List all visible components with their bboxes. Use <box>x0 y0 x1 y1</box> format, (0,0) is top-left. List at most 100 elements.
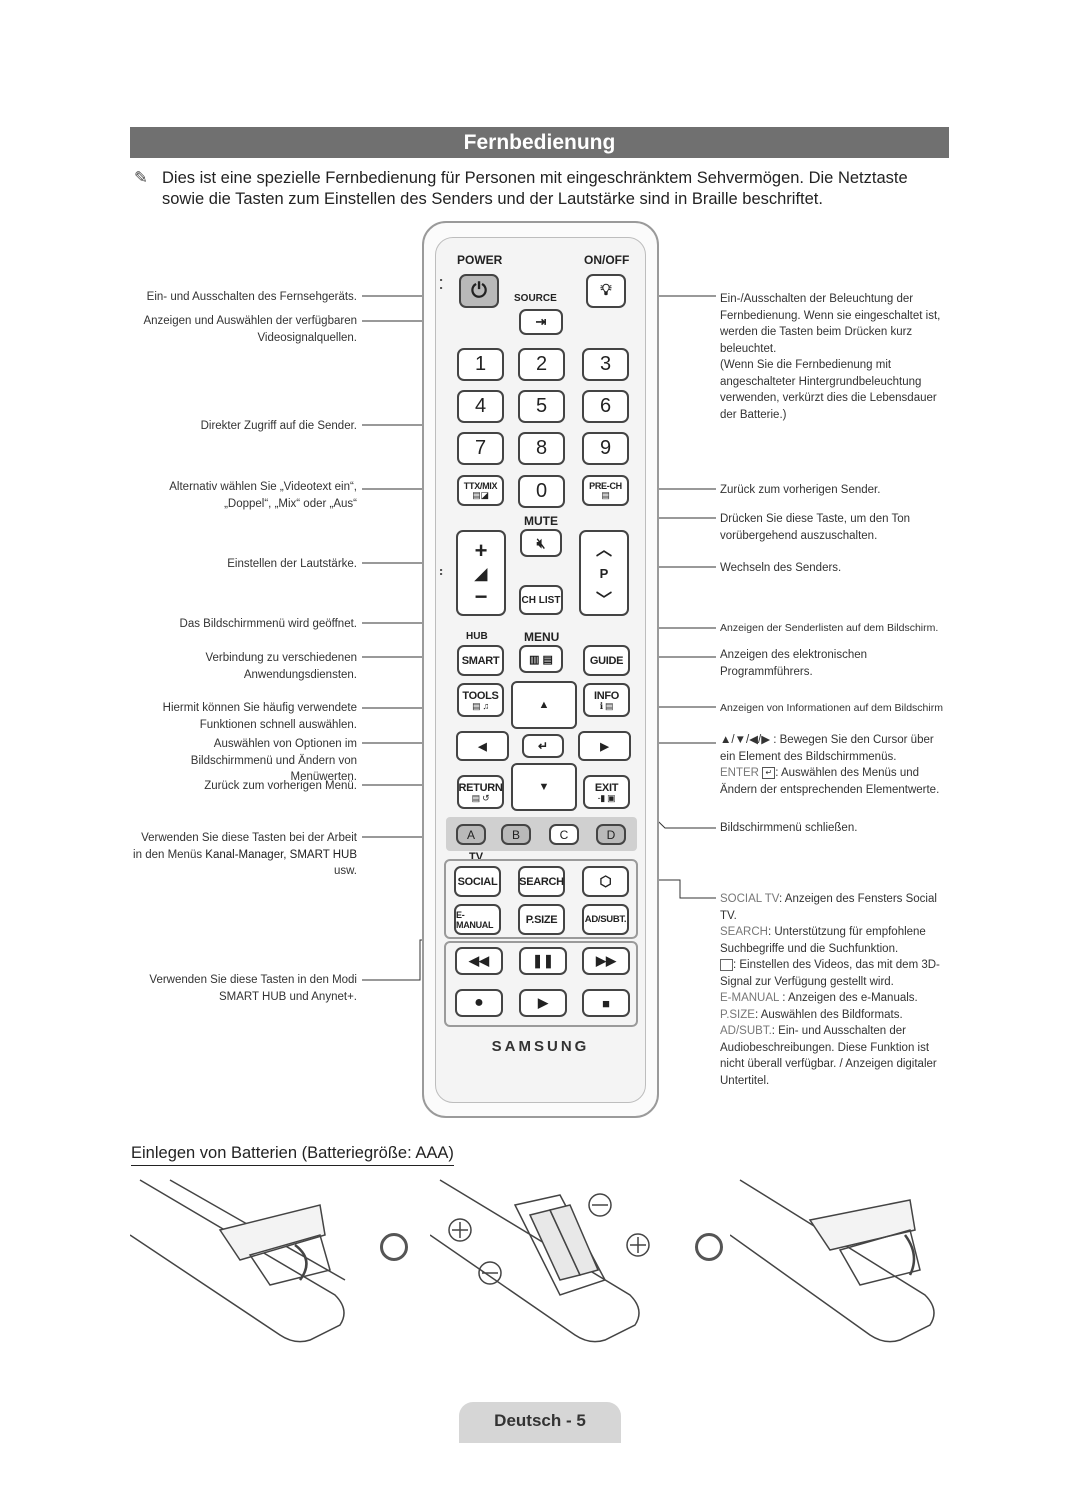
label-volume: Einstellen der Lautstärke. <box>227 558 357 570</box>
dpad-left-button[interactable]: ◀ <box>456 731 509 761</box>
label-light: Ein-/Ausschalten der Beleuchtung der Fer… <box>720 293 941 421</box>
stop-icon: ■ <box>602 995 610 1011</box>
pre-ch-button[interactable]: PRE-CH▤ <box>582 475 629 506</box>
volume-up-icon[interactable]: + <box>474 538 488 563</box>
color-key-d[interactable]: D <box>596 824 626 845</box>
mute-icon: 🔇︎ <box>536 534 546 551</box>
dpad-up-button[interactable]: ▲ <box>511 681 577 729</box>
color-key-b[interactable]: B <box>501 824 531 845</box>
tools-button[interactable]: TOOLS▤ ♫ <box>457 683 504 717</box>
pause-button[interactable]: ❚❚ <box>519 947 567 975</box>
power-icon: ⏻ <box>471 279 487 302</box>
label-ttx: Alternativ wählen Sie „Videotext ein“, „… <box>169 481 357 510</box>
color-key-c[interactable]: C <box>549 824 579 845</box>
channel-rocker[interactable]: ︿ P ﹀ <box>579 530 629 616</box>
digit-4-button[interactable]: 4 <box>457 390 504 423</box>
volume-level-icon: ◢ <box>474 566 488 583</box>
page-footer: Deutsch - 5 <box>459 1402 621 1443</box>
digit-6-button[interactable]: 6 <box>582 390 629 423</box>
media-keys-group <box>444 941 638 1027</box>
intro-text: Dies ist eine spezielle Fernbedienung fü… <box>162 169 908 208</box>
label-return: Zurück zum vorherigen Menü. <box>204 780 357 792</box>
p-size-button[interactable]: P.SIZE <box>518 904 565 935</box>
battery-step-1-illustration <box>130 1179 346 1343</box>
e-manual-button[interactable]: E-MANUAL <box>454 904 501 935</box>
ch-list-button[interactable]: CH LIST <box>519 585 563 615</box>
power-button[interactable]: ⏻ <box>459 274 499 308</box>
fast-forward-button[interactable]: ▶▶ <box>582 947 630 975</box>
battery-step-3-illustration <box>730 1179 935 1343</box>
digit-8-button[interactable]: 8 <box>518 432 565 465</box>
label-tv-functions: SOCIAL TV: Anzeigen des Fensters Social … <box>720 893 940 1087</box>
enter-button[interactable]: ↵ <box>522 734 564 758</box>
braille-dots-icon: ⠅ <box>438 277 448 293</box>
digit-2-button[interactable]: 2 <box>518 348 565 381</box>
ad-subt-button[interactable]: AD/SUBT. <box>582 904 629 935</box>
digit-5-button[interactable]: 5 <box>518 390 565 423</box>
guide-button[interactable]: GUIDE <box>583 645 630 676</box>
volume-down-icon[interactable]: − <box>474 584 488 609</box>
channel-up-icon[interactable]: ︿ <box>595 542 612 559</box>
menu-button[interactable]: ▥ ▤ <box>519 645 563 673</box>
exit-button[interactable]: EXIT-▮ ▣ <box>583 775 630 809</box>
play-button[interactable]: ▶ <box>519 989 567 1017</box>
page-title: Fernbedienung <box>130 127 949 158</box>
info-icon: ℹ ▤ <box>599 700 614 711</box>
channel-p-label: P <box>599 565 609 581</box>
color-key-a[interactable]: A <box>456 824 486 845</box>
source-button[interactable]: ⇥ <box>519 309 563 335</box>
light-onoff-button[interactable]: 💡︎ <box>586 274 626 308</box>
dpad-right-button[interactable]: ▶ <box>578 731 631 761</box>
menu-caption: MENU <box>524 630 560 644</box>
remote-control: POWER ON/OFF ⠅ ⏻ 💡︎ SOURCE ⇥ 1 2 3 4 5 6… <box>422 221 659 1118</box>
tv-keys-group <box>444 859 638 939</box>
digit-7-button[interactable]: 7 <box>457 432 504 465</box>
arrow-up-icon: ▲ <box>538 699 550 711</box>
label-exit: Bildschirmmenü schließen. <box>720 822 858 834</box>
label-menu: Das Bildschirmmenü wird geöffnet. <box>179 618 357 630</box>
digit-1-button[interactable]: 1 <box>457 348 504 381</box>
return-icon: ▤ ↺ <box>471 792 490 803</box>
search-button[interactable]: SEARCH <box>518 866 565 897</box>
stop-button[interactable]: ■ <box>582 989 630 1017</box>
digit-0-button[interactable]: 0 <box>518 475 565 508</box>
label-power: Ein- und Ausschalten des Fernsehgeräts. <box>146 291 357 303</box>
teletext-icon: ▤◪ <box>472 490 489 500</box>
play-icon: ▶ <box>538 995 548 1010</box>
social-tv-button[interactable]: SOCIAL <box>454 866 501 897</box>
dpad: ▲ ◀ ▶ ↵ ▼ <box>456 681 631 811</box>
label-nav-right: ▲/▼/◀/▶ : Bewegen Sie den Cursor über ei… <box>720 734 940 796</box>
smart-hub-button[interactable]: SMART <box>457 645 504 676</box>
ttx-mix-button[interactable]: TTX/MIX▤◪ <box>457 475 504 506</box>
digit-3-button[interactable]: 3 <box>582 348 629 381</box>
menu-icon: ▥ ▤ <box>529 653 553 666</box>
label-info: Anzeigen von Informationen auf dem Bilds… <box>720 702 943 714</box>
arrow-down-icon: ▼ <box>538 781 550 793</box>
source-caption: SOURCE <box>514 293 557 304</box>
label-chlist: Anzeigen der Senderlisten auf dem Bildsc… <box>720 622 939 634</box>
enter-key-icon: ↵ <box>537 739 549 753</box>
next-step-arrow-icon <box>380 1233 408 1261</box>
tools-icon: ▤ ♫ <box>472 700 489 711</box>
dpad-down-button[interactable]: ▼ <box>511 763 577 811</box>
digit-9-button[interactable]: 9 <box>582 432 629 465</box>
arrow-left-icon: ◀ <box>478 740 487 753</box>
volume-rocker[interactable]: + ◢ − <box>456 530 506 616</box>
arrow-right-icon: ▶ <box>600 740 609 753</box>
mute-button[interactable]: 🔇︎ <box>520 529 562 557</box>
label-source: Anzeigen und Auswählen der verfügbaren V… <box>143 315 357 344</box>
3d-button[interactable]: ⬡ <box>582 866 629 897</box>
onoff-caption: ON/OFF <box>584 253 630 267</box>
record-button[interactable]: ● <box>455 989 503 1017</box>
intro-note: ✎ Dies ist eine spezielle Fernbedienung … <box>134 168 949 210</box>
braille-dots-icon: ⠆ <box>438 563 448 579</box>
label-mute: Drücken Sie diese Taste, um den Ton vorü… <box>720 513 911 542</box>
power-caption: POWER <box>457 253 503 267</box>
hub-caption: HUB <box>466 631 488 642</box>
3d-cube-icon: ⬡ <box>599 873 612 889</box>
return-button[interactable]: RETURN▤ ↺ <box>457 775 504 809</box>
rewind-button[interactable]: ◀◀ <box>455 947 503 975</box>
fast-forward-icon: ▶▶ <box>596 953 616 968</box>
channel-down-icon[interactable]: ﹀ <box>595 592 612 609</box>
